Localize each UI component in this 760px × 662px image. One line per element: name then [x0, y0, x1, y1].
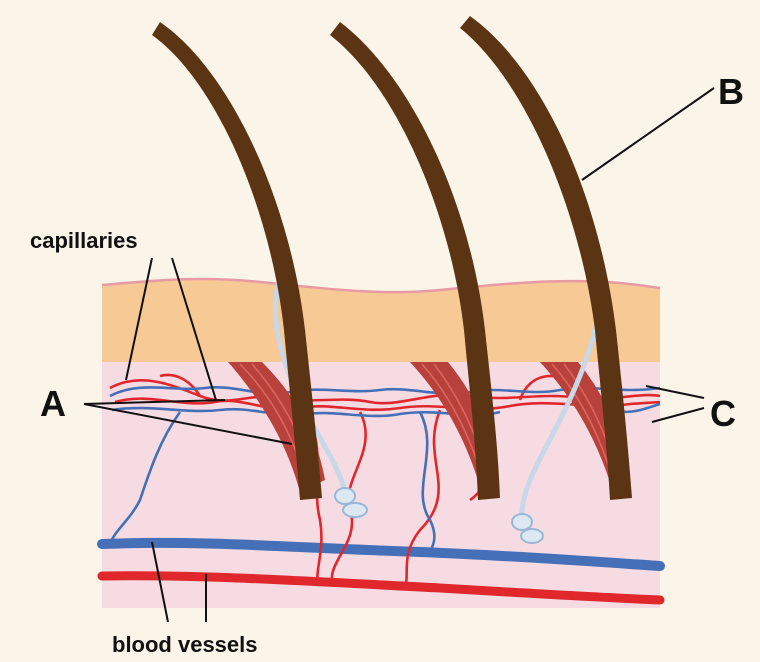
label-capillaries: capillaries: [30, 228, 138, 253]
label-c: C: [710, 393, 736, 434]
label-blood-vessels: blood vessels: [112, 632, 258, 657]
label-a: A: [40, 383, 66, 424]
label-b: B: [718, 71, 744, 112]
